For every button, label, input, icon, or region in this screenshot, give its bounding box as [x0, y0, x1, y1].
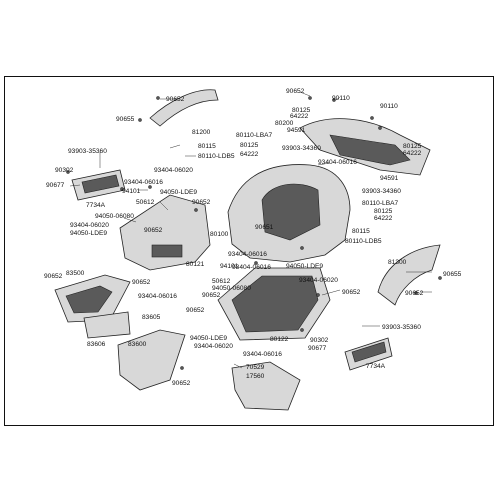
- label: 94591: [380, 175, 399, 182]
- part-81300-right-fender: [377, 244, 441, 306]
- label: 90652: [166, 96, 185, 103]
- label: 93404-06020: [154, 167, 193, 174]
- label: 90652: [202, 292, 221, 299]
- label: 93903-35360: [382, 324, 421, 331]
- label: 64222: [290, 113, 309, 120]
- label: 90677: [46, 182, 65, 189]
- part-70529-pad: [231, 361, 301, 411]
- label: 80115: [352, 228, 370, 235]
- label: 90651: [255, 224, 274, 231]
- label: 94101: [220, 263, 239, 270]
- label: 80110-LBA7: [362, 200, 399, 207]
- label: 90302: [310, 337, 329, 344]
- label: 90652: [186, 307, 205, 314]
- label: 80122: [270, 336, 289, 343]
- label: 90652: [192, 199, 211, 206]
- label: 93903-34360: [282, 145, 321, 152]
- part-80121-side-panel: [119, 194, 211, 271]
- label: 70529: [246, 364, 265, 371]
- label: 81200: [192, 129, 211, 136]
- label: 94050-LDE9: [160, 189, 197, 196]
- label: 93404-06016: [318, 159, 357, 166]
- part-80100-opening: [261, 183, 321, 241]
- label: 64222: [374, 215, 393, 222]
- label: 94591: [287, 127, 306, 134]
- label: 94050-LDE9: [286, 263, 323, 270]
- part-labels: 90652 90655 81200 80115 80110-LDB5 93903…: [44, 88, 462, 387]
- label: 50612: [212, 278, 231, 285]
- label: 90652: [286, 88, 305, 95]
- diagram-frame: [4, 76, 494, 426]
- label: 80110-LDB5: [345, 238, 382, 245]
- label: 80110-LDB5: [198, 153, 235, 160]
- label: 80125: [374, 208, 393, 215]
- label: 94050-06080: [212, 285, 251, 292]
- label: 93404-06016: [138, 293, 177, 300]
- label: 80125: [292, 107, 311, 114]
- label: 80115: [198, 143, 216, 150]
- label: 83500: [66, 270, 85, 277]
- label: 90652: [405, 290, 424, 297]
- part-80121-slot: [151, 244, 183, 258]
- part-7734a-left-grip: [81, 174, 120, 194]
- part-shapes: [54, 89, 441, 411]
- leader-lines: [69, 91, 432, 369]
- label: 80125: [403, 143, 422, 150]
- part-80200-rack: [329, 134, 411, 166]
- part-80122-grid: [231, 275, 319, 333]
- label: 80125: [240, 142, 259, 149]
- label: 90652: [44, 273, 63, 280]
- label: 93404-06020: [194, 343, 233, 350]
- label: 94050-06080: [95, 213, 134, 220]
- label: 93404-06020: [299, 277, 338, 284]
- label: 83600: [128, 341, 147, 348]
- label: 93903-34360: [362, 188, 401, 195]
- label: 81300: [388, 259, 407, 266]
- label: 83606: [87, 341, 106, 348]
- part-7734a-right-grip: [351, 341, 387, 363]
- label: 90655: [116, 116, 135, 123]
- label: 94101: [122, 188, 141, 195]
- label: 90302: [55, 167, 74, 174]
- label: 93903-35360: [68, 148, 107, 155]
- label: 83605: [142, 314, 161, 321]
- label: 90652: [172, 380, 191, 387]
- part-81200-strip: [149, 89, 219, 127]
- label: 17560: [246, 373, 265, 380]
- label: 80200: [275, 120, 294, 127]
- label: 80121: [186, 261, 205, 268]
- label: 93404-06016: [243, 351, 282, 358]
- label: 90652: [342, 289, 361, 296]
- label: 90652: [144, 227, 163, 234]
- part-83606: [83, 311, 131, 339]
- label: 50612: [136, 199, 155, 206]
- part-83500-grid: [65, 285, 113, 314]
- label: 90677: [308, 345, 327, 352]
- label: 80100: [210, 231, 229, 238]
- label: 93404-06016: [228, 251, 267, 258]
- label: 93404-06016: [124, 179, 163, 186]
- label: 7734A: [86, 202, 106, 209]
- label: 90110: [332, 95, 350, 102]
- label: 93404-06020: [70, 222, 109, 229]
- label: 93404-06016: [232, 264, 271, 271]
- label: 7734A: [366, 363, 386, 370]
- label: 64222: [240, 151, 259, 158]
- label: 94050-LDE9: [190, 335, 227, 342]
- label: 90652: [132, 279, 151, 286]
- part-83600: [117, 329, 186, 391]
- label: 90655: [443, 271, 462, 278]
- label: 64222: [403, 150, 422, 157]
- label: 90110: [380, 103, 398, 110]
- label: 80110-LBA7: [236, 132, 273, 139]
- hardware: [66, 96, 442, 370]
- label: 94050-LDE9: [70, 230, 107, 237]
